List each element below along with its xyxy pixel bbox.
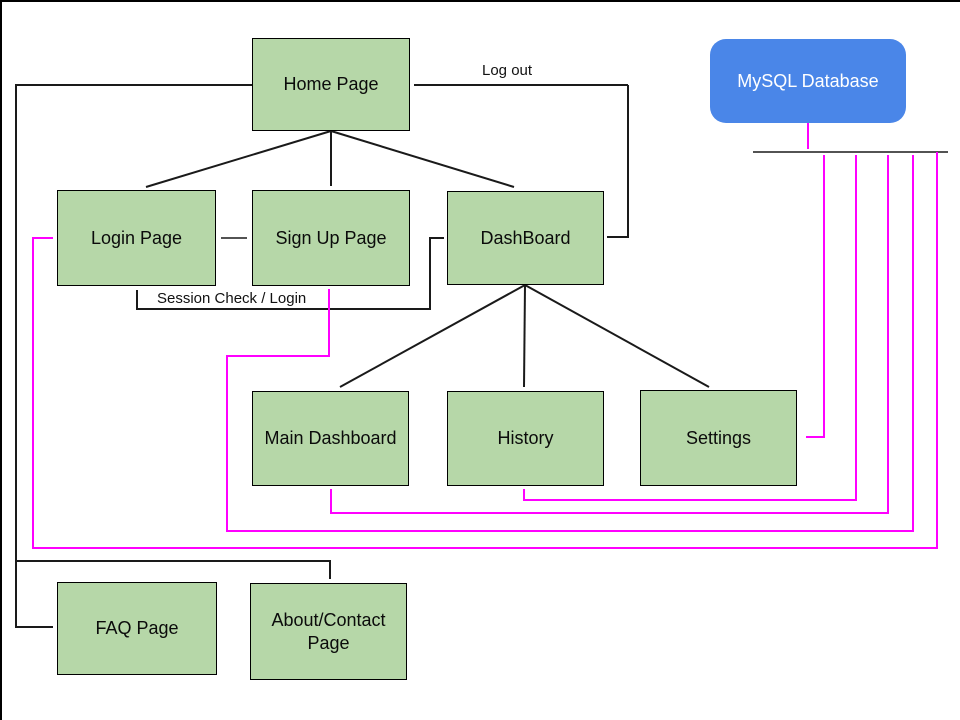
- node-settings[interactable]: Settings: [640, 390, 797, 486]
- edge-bus-to-settings: [806, 155, 825, 438]
- node-history[interactable]: History: [447, 391, 604, 486]
- edge-history-to-bus: [523, 155, 857, 501]
- edge-home-to-faq: [15, 84, 252, 628]
- edge-home-to-login: [145, 130, 332, 188]
- edge-branch-to-about: [16, 560, 331, 579]
- node-faq-page[interactable]: FAQ Page: [57, 582, 217, 675]
- edge-dashboard-to-history: [523, 284, 526, 388]
- edge-home-to-dashboard: [330, 130, 515, 188]
- node-about-contact-page[interactable]: About/Contact Page: [250, 583, 407, 680]
- canvas-border-top: [0, 0, 960, 2]
- node-home-page[interactable]: Home Page: [252, 38, 410, 131]
- node-main-dashboard[interactable]: Main Dashboard: [252, 391, 409, 486]
- edge-bus-to-login: [32, 152, 938, 549]
- edge-signup-to-bus: [226, 155, 914, 532]
- edge-logout-to-dashboard: [607, 85, 629, 238]
- edge-main-dashboard-to-bus: [330, 155, 889, 514]
- edge-session-check: [136, 237, 444, 310]
- edge-dashboard-to-settings: [524, 284, 710, 388]
- canvas-border-left: [0, 0, 2, 720]
- node-signup-page[interactable]: Sign Up Page: [252, 190, 410, 286]
- edge-label-logout: Log out: [482, 62, 533, 79]
- node-login-page[interactable]: Login Page: [57, 190, 216, 286]
- node-dashboard[interactable]: DashBoard: [447, 191, 604, 285]
- node-mysql-database[interactable]: MySQL Database: [710, 39, 906, 123]
- edge-label-session-check: Session Check / Login: [157, 290, 307, 307]
- edge-dashboard-to-main-dashboard: [339, 284, 526, 388]
